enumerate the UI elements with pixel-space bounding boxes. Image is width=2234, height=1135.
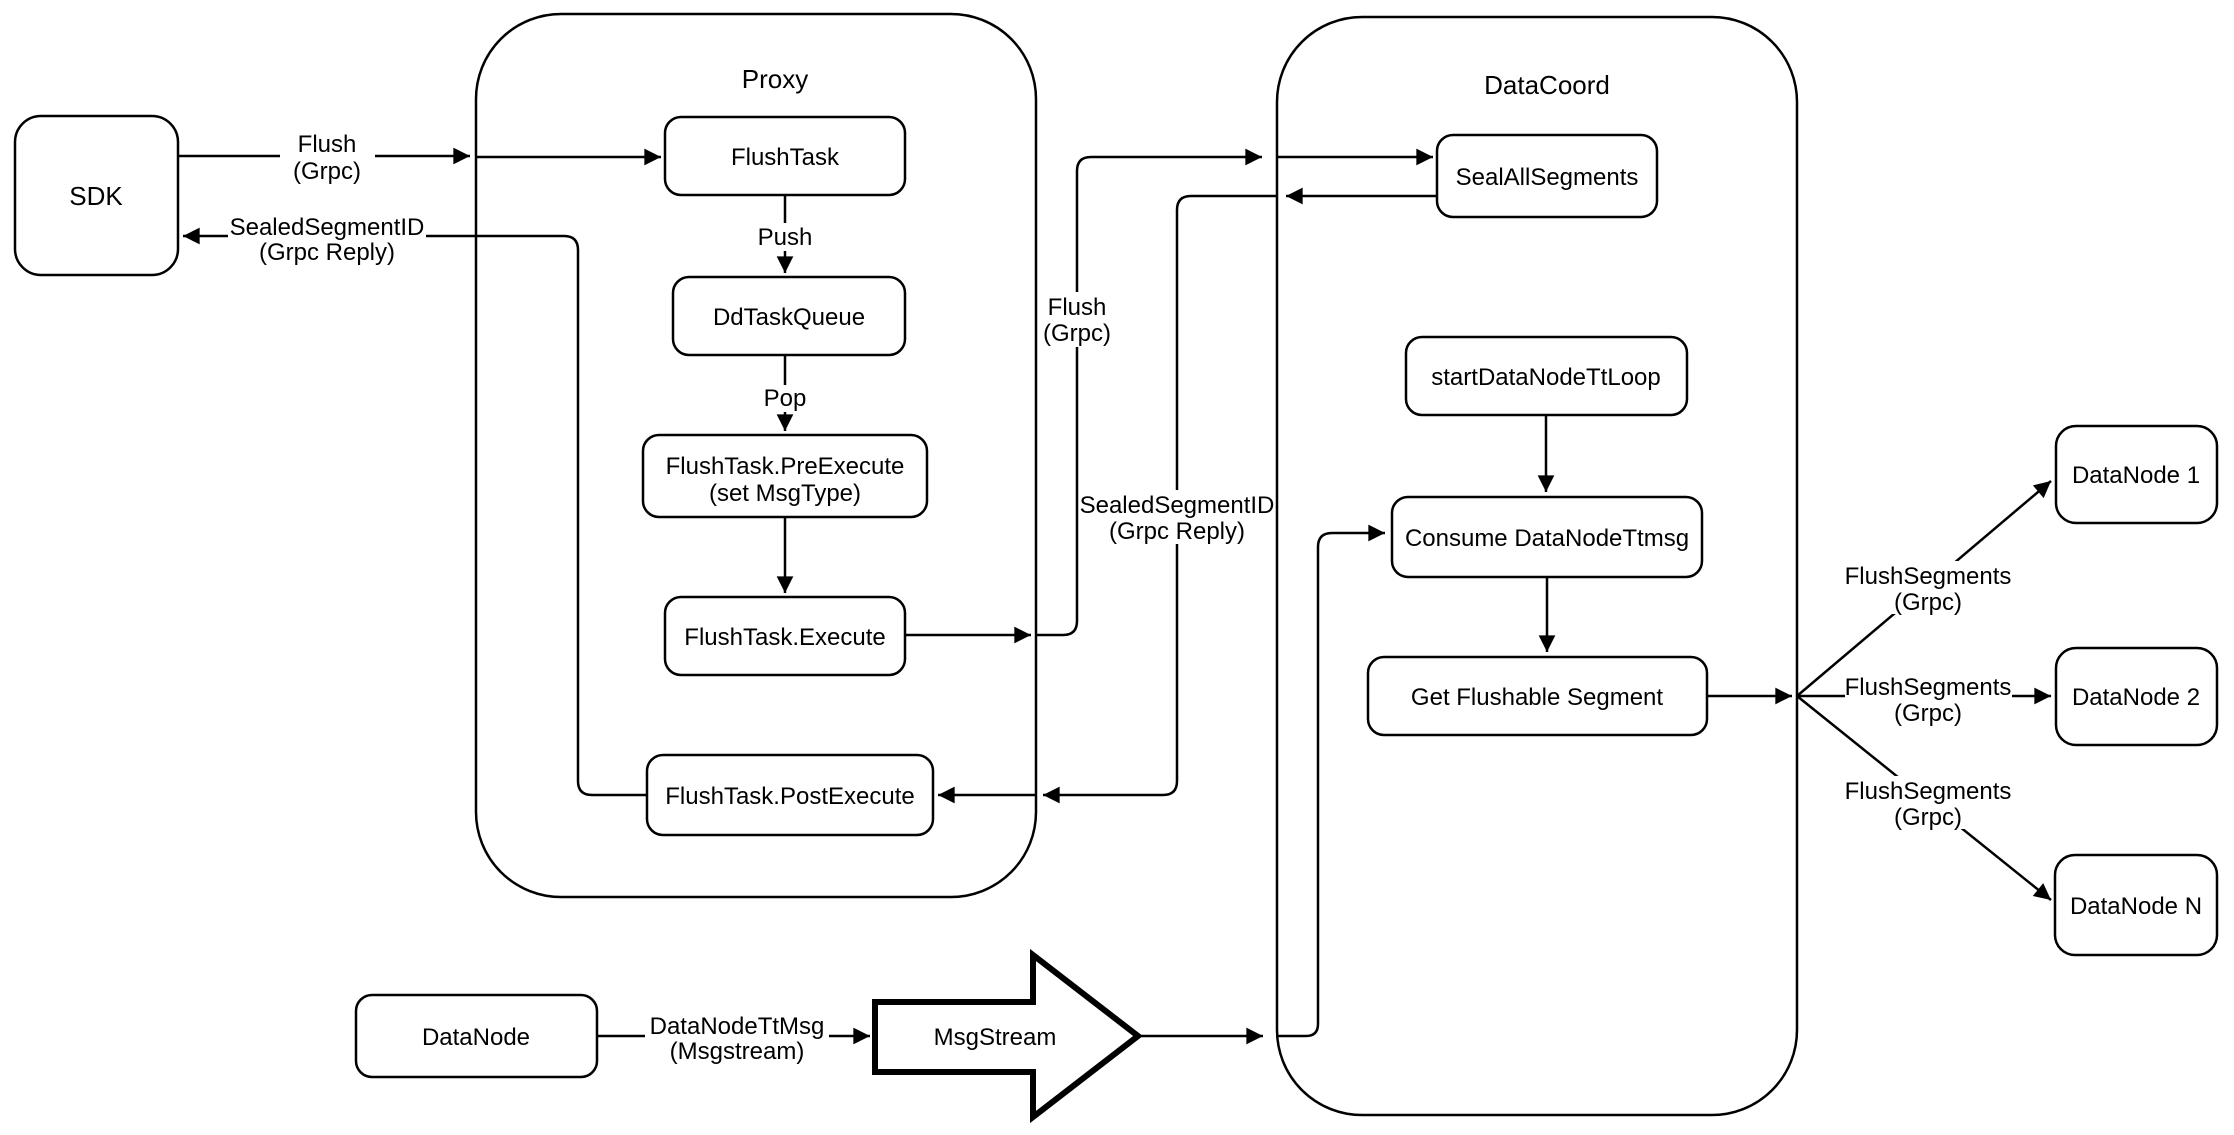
startdatanodettloop-node-label: startDataNodeTtLoop [1431, 364, 1660, 391]
label-fs2-line2: (Grpc) [1894, 700, 1962, 727]
label-sdk-flush-grpc: Flush (Grpc) [293, 131, 361, 185]
label-sdk-sealedsegmentid-reply: SealedSegmentID (Grpc Reply) [230, 214, 425, 266]
startdatanodettloop-node-box [1404, 335, 1689, 417]
preexecute-node-label-line2: (set MsgType) [709, 480, 861, 507]
label-fs1-line2: (Grpc) [1894, 589, 1962, 616]
postexecute-node-label: FlushTask.PostExecute [665, 783, 914, 810]
getflushablesegment-node: Get Flushable Segment [1366, 655, 1709, 737]
sdk-node-label: SDK [69, 181, 123, 211]
sdk-node-box [13, 114, 180, 277]
datanode2-node-box [2054, 646, 2219, 747]
sealallsegments-node-box [1435, 133, 1659, 219]
edge-postexecute-to-sdk-reply [183, 227, 647, 797]
datanode-node-label: DataNode [422, 1024, 530, 1051]
datacoord-container-title: DataCoord [1484, 70, 1610, 100]
label-fs3-line2: (Grpc) [1894, 804, 1962, 831]
edge-datacoord-edge-to-consume [1277, 524, 1385, 1038]
postexecute-node-box [645, 753, 935, 837]
label-ttmsg-line2: (Msgstream) [670, 1038, 805, 1065]
label-fs3-line1: FlushSegments [1845, 778, 2012, 805]
getflushablesegment-node-box [1366, 655, 1709, 737]
datanode2-node-label: DataNode 2 [2072, 684, 2200, 711]
sdk-node: SDK [13, 114, 180, 277]
datanode1-node-label: DataNode 1 [2072, 462, 2200, 489]
execute-node: FlushTask.Execute [663, 595, 907, 677]
label-mid-reply-line1: SealedSegmentID [1080, 492, 1275, 519]
label-flushsegments-3: FlushSegments (Grpc) [1845, 778, 2012, 831]
ddtaskqueue-node-label: DdTaskQueue [713, 304, 865, 331]
label-bg-mid-flush [1039, 292, 1116, 347]
datanoden-node: DataNode N [2053, 853, 2219, 957]
label-mid-reply-line2: (Grpc Reply) [1109, 518, 1245, 545]
datanode1-node-box [2054, 424, 2219, 525]
label-mid-flush-line1: Flush [1048, 294, 1107, 321]
label-mid-sealedsegmentid-reply: SealedSegmentID (Grpc Reply) [1080, 492, 1275, 545]
postexecute-node: FlushTask.PostExecute [645, 753, 935, 837]
label-sdk-flush-line1: Flush [298, 131, 357, 158]
preexecute-node: FlushTask.PreExecute (set MsgType) [641, 433, 929, 519]
label-ttmsg-line1: DataNodeTtMsg [650, 1013, 825, 1040]
preexecute-node-box [641, 433, 929, 519]
label-datanodettmsg: DataNodeTtMsg (Msgstream) [650, 1013, 825, 1065]
label-sdk-reply-line2: (Grpc Reply) [259, 239, 395, 266]
ddtaskqueue-node-box [671, 275, 907, 357]
execute-node-box [663, 595, 907, 677]
datanoden-node-label: DataNode N [2070, 893, 2202, 920]
datanode1-node: DataNode 1 [2054, 424, 2219, 525]
msgstream-node: MsgStream [872, 948, 1143, 1124]
label-bg-ttmsg [645, 1011, 829, 1063]
label-bg-sdk-reply [228, 213, 426, 263]
sealallsegments-node-label: SealAllSegments [1456, 164, 1639, 191]
consumedatanodettmsg-node-label: Consume DataNodeTtmsg [1405, 525, 1689, 552]
proxy-container-border [474, 12, 1038, 899]
label-bg-flushsegments-3 [1845, 776, 2012, 829]
proxy-container-title: Proxy [742, 64, 808, 94]
label-sdk-reply-line1: SealedSegmentID [230, 214, 425, 241]
label-flushsegments-2: FlushSegments (Grpc) [1845, 674, 2012, 727]
label-bg-pop [758, 385, 812, 412]
label-flushsegments-1: FlushSegments (Grpc) [1845, 563, 2012, 616]
consumedatanodettmsg-node: Consume DataNodeTtmsg [1390, 495, 1704, 579]
datanode-node: DataNode [354, 993, 599, 1079]
label-push: Push [758, 224, 813, 251]
label-sdk-flush-line2: (Grpc) [293, 158, 361, 185]
datacoord-container: DataCoord [1275, 15, 1799, 1117]
label-bg-sdk-flush [280, 128, 375, 184]
flushtask-node-box [663, 115, 907, 197]
flushtask-node-label: FlushTask [731, 144, 840, 171]
label-mid-flush-grpc: Flush (Grpc) [1043, 294, 1111, 347]
msgstream-block-arrow [872, 948, 1143, 1124]
edge-flush-grpc-to-datacoord-edge [1036, 148, 1262, 637]
startdatanodettloop-node: startDataNodeTtLoop [1404, 335, 1689, 417]
datanode2-node: DataNode 2 [2054, 646, 2219, 747]
datanode-node-box [354, 993, 599, 1079]
preexecute-node-label-line1: FlushTask.PreExecute [666, 453, 905, 480]
proxy-container: Proxy [474, 12, 1038, 899]
sealallsegments-node: SealAllSegments [1435, 133, 1659, 219]
datacoord-container-border [1275, 15, 1799, 1117]
datanoden-node-box [2053, 853, 2219, 957]
label-mid-flush-line2: (Grpc) [1043, 320, 1111, 347]
label-pop: Pop [764, 385, 807, 412]
label-bg-flushsegments-1 [1845, 561, 2012, 614]
label-fs1-line1: FlushSegments [1845, 563, 2012, 590]
getflushablesegment-node-label: Get Flushable Segment [1411, 684, 1663, 711]
label-bg-flushsegments-2 [1845, 672, 2012, 725]
flushtask-node: FlushTask [663, 115, 907, 197]
label-bg-push [756, 223, 814, 251]
ddtaskqueue-node: DdTaskQueue [671, 275, 907, 357]
msgstream-node-label: MsgStream [934, 1024, 1057, 1051]
label-fs2-line1: FlushSegments [1845, 674, 2012, 701]
execute-node-label: FlushTask.Execute [684, 624, 885, 651]
label-bg-mid-reply [1080, 490, 1274, 544]
consumedatanodettmsg-node-box [1390, 495, 1704, 579]
